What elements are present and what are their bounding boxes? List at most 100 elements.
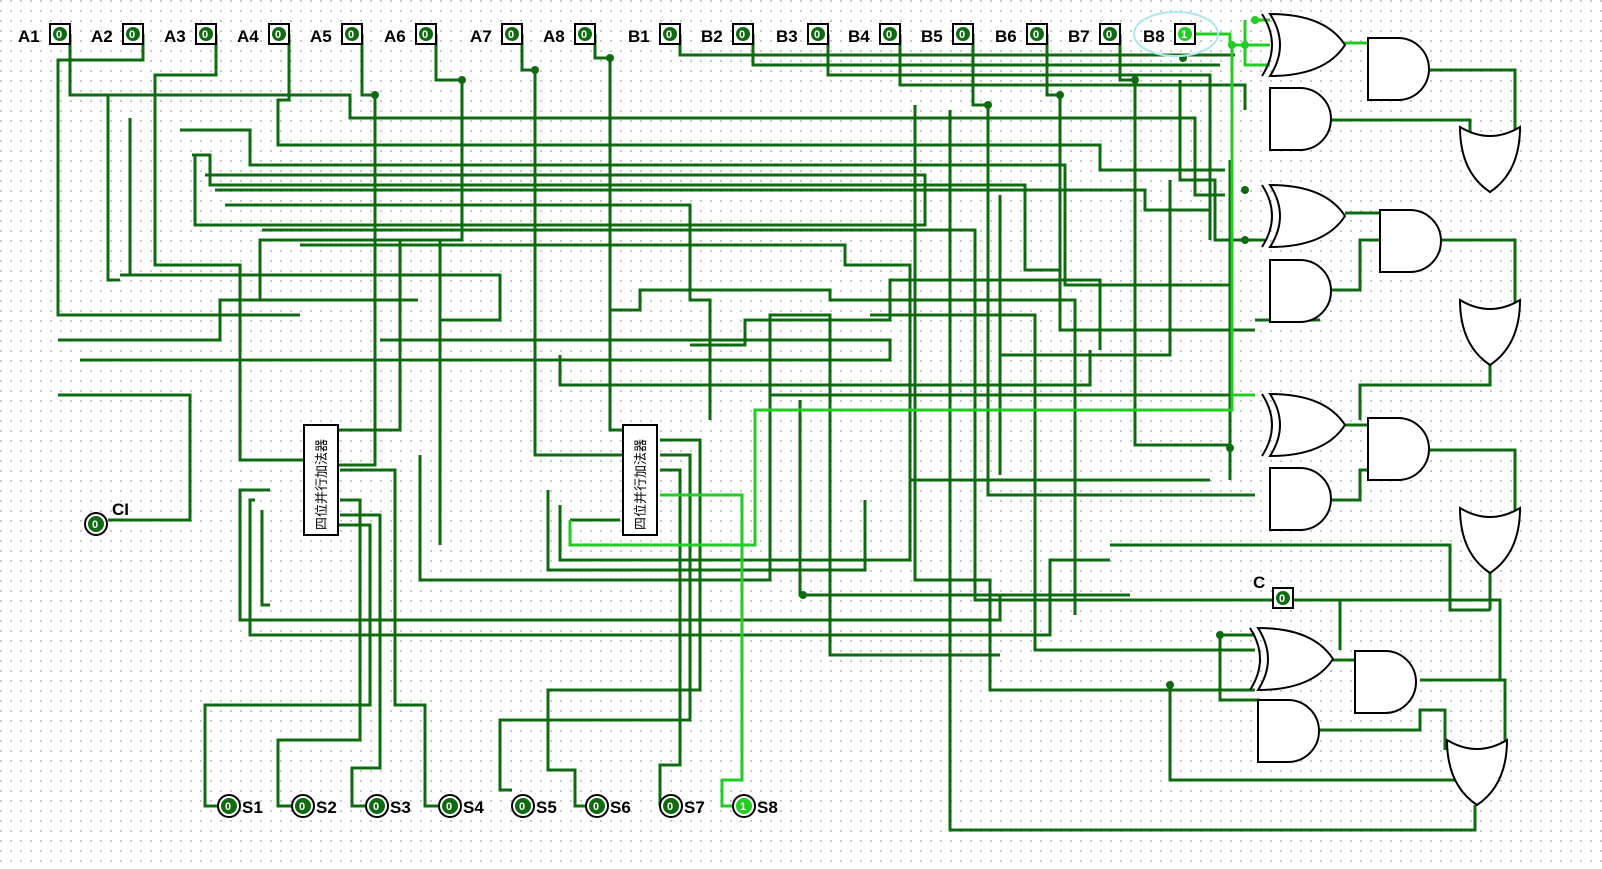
input-pin-label: A8 (543, 27, 565, 46)
input-pin-value: 0 (886, 29, 892, 41)
or-gate-1[interactable] (1458, 125, 1522, 194)
input-pin-label: A6 (384, 27, 406, 46)
input-pin-value: 0 (56, 29, 62, 41)
xor-gate-1[interactable] (1261, 12, 1347, 78)
input-pin-label: A7 (470, 27, 492, 46)
output-pin-label: S1 (242, 798, 263, 817)
and-gate-2b[interactable] (1379, 209, 1442, 273)
output-pin-value: 0 (519, 801, 525, 813)
input-pin-value: 0 (348, 29, 354, 41)
input-pin-value: 0 (959, 29, 965, 41)
xor-gate-2[interactable] (1261, 183, 1347, 249)
input-pin-value: 0 (422, 29, 428, 41)
and-gate-1a[interactable] (1269, 87, 1332, 151)
input-pin-value: 0 (581, 29, 587, 41)
input-pin-a2[interactable]: A2 0 (91, 23, 144, 46)
output-pin-value: 0 (373, 801, 379, 813)
carry-out-label: C (1253, 573, 1265, 592)
input-pin-value: 0 (129, 29, 135, 41)
input-pin-value: 0 (275, 29, 281, 41)
carry-out-pin: C 0 (1253, 573, 1294, 609)
output-pin-s3: 0 S3 (365, 794, 411, 818)
input-pin-a5[interactable]: A5 0 (310, 23, 363, 46)
output-pin-value: 0 (667, 801, 673, 813)
output-pin-s7: 0 S7 (659, 794, 705, 818)
output-pin-value: 0 (299, 801, 305, 813)
carry-in-pin[interactable]: 0 CI (84, 500, 129, 536)
and-gate-3a[interactable] (1269, 467, 1332, 531)
output-pin-s2: 0 S2 (291, 794, 337, 818)
adder-2-label: 四位并行加法器 (634, 439, 649, 530)
input-pin-value: 1 (1181, 29, 1187, 41)
input-pin-label: A1 (18, 27, 40, 46)
carry-out-value: 0 (1279, 593, 1285, 605)
output-pin-label: S5 (536, 798, 557, 817)
input-pin-a1[interactable]: A1 0 (18, 23, 71, 46)
input-pin-label: A2 (91, 27, 113, 46)
input-pin-value: 0 (202, 29, 208, 41)
gates (1249, 12, 1522, 807)
output-pin-s4: 0 S4 (438, 794, 484, 818)
or-gate-4[interactable] (1445, 738, 1509, 807)
adder-1-label: 四位并行加法器 (315, 439, 330, 530)
input-pin-label: B7 (1068, 27, 1090, 46)
carry-in-label: CI (112, 500, 129, 519)
output-pin-s1: 0 S1 (217, 794, 263, 818)
input-pin-a6[interactable]: A6 0 (384, 23, 437, 46)
output-pin-label: S7 (684, 798, 705, 817)
input-pin-a4[interactable]: A4 0 (237, 23, 290, 46)
xor-gate-3[interactable] (1261, 392, 1347, 458)
junctions (371, 16, 1259, 689)
output-pin-label: S6 (610, 798, 631, 817)
output-pin-label: S3 (390, 798, 411, 817)
input-pin-label: A5 (310, 27, 332, 46)
output-pin-label: S8 (757, 798, 778, 817)
and-gate-4b[interactable] (1354, 650, 1417, 714)
output-pin-label: S2 (316, 798, 337, 817)
input-pin-label: B2 (701, 27, 723, 46)
input-pin-value: 0 (1033, 29, 1039, 41)
output-pin-s5: 0 S5 (511, 794, 557, 818)
input-pin-value: 0 (508, 29, 514, 41)
and-gate-3b[interactable] (1367, 417, 1430, 481)
input-pin-label: B8 (1143, 27, 1165, 46)
or-gate-3[interactable] (1458, 506, 1522, 575)
adder-2[interactable]: 四位并行加法器 (622, 424, 658, 536)
and-gate-2a[interactable] (1269, 259, 1332, 323)
input-pin-label: B1 (628, 27, 650, 46)
input-pin-value: 0 (739, 29, 745, 41)
input-pin-label: B4 (848, 27, 870, 46)
input-pin-a8[interactable]: A8 0 (543, 23, 596, 46)
input-pin-label: A3 (164, 27, 186, 46)
output-pin-value: 0 (225, 801, 231, 813)
input-pin-value: 0 (1106, 29, 1112, 41)
input-pin-b7[interactable]: B7 0 (1068, 23, 1121, 46)
input-pin-b2[interactable]: B2 0 (701, 23, 754, 46)
input-pin-b6[interactable]: B6 0 (995, 23, 1048, 46)
or-gate-2[interactable] (1458, 298, 1522, 367)
input-pin-label: B6 (995, 27, 1017, 46)
input-pin-b4[interactable]: B4 0 (848, 23, 901, 46)
input-pin-a3[interactable]: A3 0 (164, 23, 217, 46)
and-gate-4a[interactable] (1257, 699, 1320, 763)
input-pin-b8[interactable]: B8 1 (1143, 23, 1196, 46)
input-pin-label: A4 (237, 27, 259, 46)
and-gate-1b[interactable] (1367, 37, 1430, 101)
input-pin-label: B3 (776, 27, 798, 46)
input-pin-value: 0 (814, 29, 820, 41)
adder-1[interactable]: 四位并行加法器 (303, 424, 339, 536)
input-pin-a7[interactable]: A7 0 (470, 23, 523, 46)
xor-gate-4[interactable] (1249, 626, 1335, 692)
output-pin-label: S4 (463, 798, 484, 817)
output-pin-value: 1 (740, 801, 746, 813)
input-pin-b5[interactable]: B5 0 (921, 23, 974, 46)
input-pin-b3[interactable]: B3 0 (776, 23, 829, 46)
input-pin-label: B5 (921, 27, 943, 46)
output-pin-value: 0 (446, 801, 452, 813)
